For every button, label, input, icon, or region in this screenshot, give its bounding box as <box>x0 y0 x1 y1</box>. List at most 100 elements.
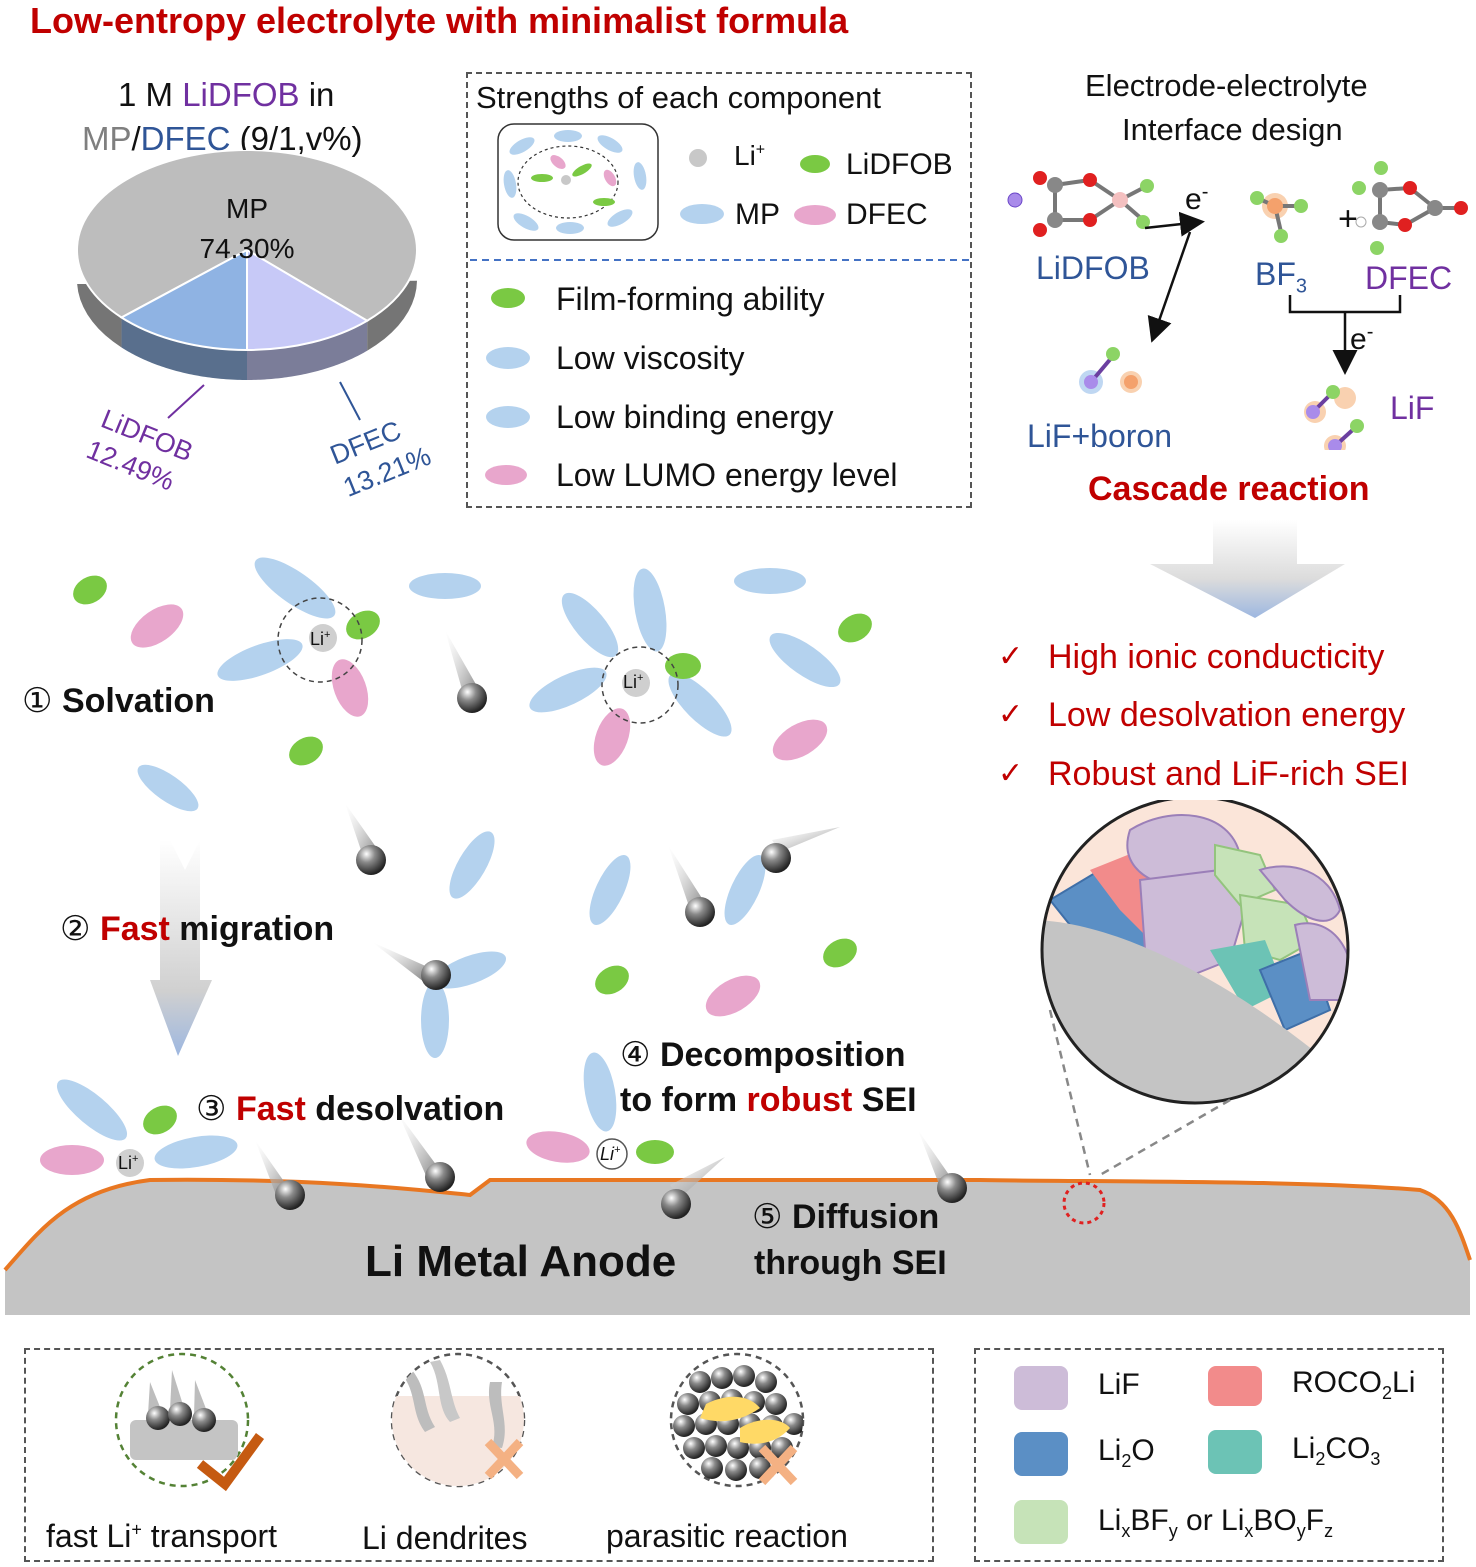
legend-roco2li-b: Li <box>1392 1366 1416 1399</box>
step-2-text: migration <box>169 910 335 948</box>
li-ion-2 <box>622 669 650 697</box>
mini-lidfob-3 <box>593 198 615 206</box>
checkmark-icon <box>196 1433 265 1492</box>
legend-li2co3: Li2CO3 <box>1292 1434 1381 1469</box>
li-ion-label-1: Li+ <box>310 629 330 649</box>
li-ion-text-3: Li <box>118 1153 133 1173</box>
lif-product-icon <box>1304 385 1364 450</box>
interface-title-line-2: Interface design <box>1122 112 1343 147</box>
li-ion-1 <box>309 624 337 652</box>
pie-slice-dfec <box>119 248 248 352</box>
legend-swatch-lif <box>1014 1366 1068 1410</box>
check-icon-2: ✓ <box>998 698 1024 731</box>
sei-layer <box>3 1177 1472 1272</box>
legend-swatch-libf <box>1014 1500 1068 1544</box>
solvation-shell-2 <box>601 646 679 724</box>
formula-suffix: in <box>299 76 335 113</box>
check-icon-3: ✓ <box>998 757 1024 790</box>
fast-transport-sup: + <box>131 1519 142 1540</box>
lidfob-reactant-label: LiDFOB <box>1036 250 1150 286</box>
legend-lidfob-dot <box>800 155 830 173</box>
strengths-diagram <box>470 123 970 485</box>
legend-lif: LiF <box>1098 1368 1140 1401</box>
sei-li2co3-grain <box>1210 940 1285 1010</box>
pie-side-dfec <box>121 317 247 380</box>
step-4-line-1: Decomposition <box>659 1036 906 1074</box>
mp-molecules <box>56 557 841 1169</box>
formula-line-1: 1 M LiDFOB in <box>118 78 334 111</box>
bullet-dfec <box>485 465 527 485</box>
zoom-target-circle <box>1062 1181 1106 1225</box>
pie-slice-lidfob <box>246 248 370 352</box>
reaction-arrow-1 <box>1144 211 1205 237</box>
migration-arrow-icon <box>150 840 212 1056</box>
legend-libf-3: BO <box>1253 1504 1297 1537</box>
formula-dfec: DFEC <box>140 120 231 157</box>
legend-libf-z: z <box>1324 1521 1334 1541</box>
benefit-item-2: Low desolvation energy <box>1048 696 1406 734</box>
mini-dfec-2 <box>603 169 617 187</box>
step-2-label: ② Fast migration <box>60 912 334 946</box>
lif-boron-label: LiF+boron <box>1027 418 1172 454</box>
li-ion-text-2: Li <box>623 672 638 692</box>
bf3-molecule-icon <box>1250 191 1308 243</box>
li-ion-sup-2: + <box>637 672 644 684</box>
figure-title: Low-entropy electrolyte with minimalist … <box>30 0 849 41</box>
legend-libf-x2: x <box>1244 1521 1254 1541</box>
legend-roco2li-a: ROCO <box>1292 1366 1382 1399</box>
legend-roco2li: ROCO2Li <box>1292 1366 1416 1403</box>
mini-lidfob-2 <box>572 163 592 177</box>
step-5-label: ⑤ Diffusion <box>752 1200 939 1234</box>
li-ion-label-3: Li+ <box>118 1153 138 1173</box>
step-5-line-1: Diffusion <box>791 1198 940 1236</box>
zoom-line-right <box>1099 1098 1231 1177</box>
sei-lif-grain-3 <box>1258 865 1342 922</box>
lif-label: LiF <box>1390 390 1435 426</box>
formula-line-2: MP/DFEC (9/1,v%) <box>82 122 363 155</box>
electron-label-1: e- <box>1185 182 1208 215</box>
lidfob-molecules <box>73 575 872 1164</box>
parasitic-reaction-icon <box>669 1352 805 1488</box>
big-down-arrow-icon <box>1150 520 1345 618</box>
legend-li2o-sub: 2 <box>1121 1451 1132 1471</box>
step-3-text: desolvation <box>305 1090 505 1128</box>
li-metal-anode <box>5 1179 1470 1315</box>
li-ion-text-4: Li <box>600 1144 615 1164</box>
strengths-title: Strengths of each component <box>476 80 881 115</box>
check-icon-1: ✓ <box>998 640 1024 673</box>
legend-libf-or: or Li <box>1177 1504 1245 1537</box>
lif-boron-icon <box>1079 347 1142 394</box>
legend-libf: LixBFy or LixBOyFz <box>1098 1504 1334 1541</box>
step-5-num: ⑤ <box>752 1198 783 1236</box>
step-2-num: ② <box>60 910 91 948</box>
step-4-line-2a: to form <box>620 1081 747 1119</box>
solvation-shell <box>517 145 619 219</box>
li-ion-3 <box>116 1149 144 1177</box>
anode-label: Li Metal Anode <box>365 1237 677 1286</box>
legend-libf-y2: y <box>1296 1521 1306 1541</box>
legend-mp-label: MP <box>735 198 780 231</box>
pie-label-mp: MP <box>226 193 268 224</box>
step-5-line-2: through SEI <box>754 1244 947 1282</box>
dendrites-icon <box>390 1352 526 1488</box>
legend-libf-2: BF <box>1130 1504 1169 1537</box>
legend-li-sup: + <box>755 141 766 159</box>
dendrites-label: Li dendrites <box>362 1520 528 1556</box>
bullet-lidfob <box>491 288 525 308</box>
formula-prefix: 1 M <box>118 76 183 113</box>
electron-label-2: e- <box>1350 322 1373 355</box>
anode-scene <box>3 557 1472 1315</box>
legend-li2co3-sub2: 3 <box>1370 1449 1381 1469</box>
legend-swatch-roco2li <box>1208 1366 1262 1406</box>
bullet-mp-1 <box>486 347 530 369</box>
legend-li2co3-sub: 2 <box>1315 1449 1326 1469</box>
pie-value-mp: 74.30% <box>200 233 295 264</box>
zoom-line-left <box>1048 1009 1092 1176</box>
x-mark-icon-2 <box>758 1444 798 1486</box>
pie-leader-dfec <box>339 381 361 421</box>
step-3-red: Fast <box>235 1090 306 1128</box>
step-4-label-line-2: to form robust SEI <box>620 1083 917 1117</box>
li-ion-text-1: Li <box>310 629 325 649</box>
plus-sign: + <box>1338 200 1358 238</box>
solvation-box <box>497 123 659 241</box>
